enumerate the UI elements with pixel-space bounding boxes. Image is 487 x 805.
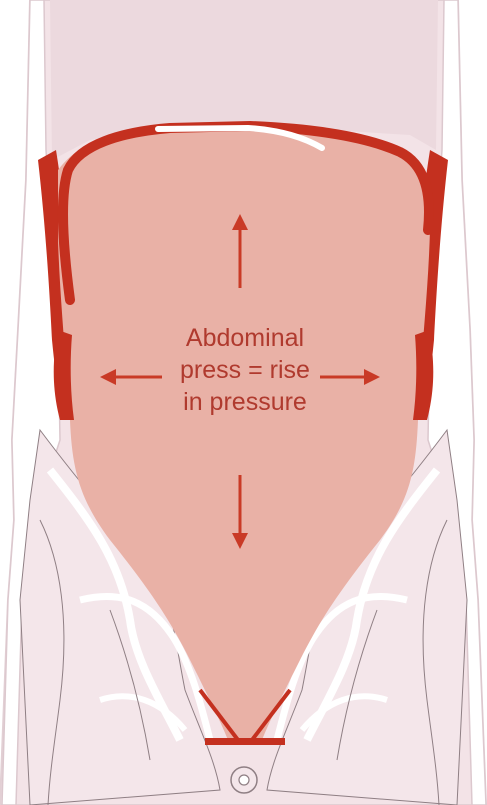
label-line-1: Abdominal	[186, 324, 304, 352]
pelvic-opening-inner	[239, 775, 249, 785]
label-line-2: press = rise	[180, 356, 310, 384]
label-line-3: in pressure	[183, 388, 307, 416]
pelvic-floor-bar	[205, 738, 285, 745]
